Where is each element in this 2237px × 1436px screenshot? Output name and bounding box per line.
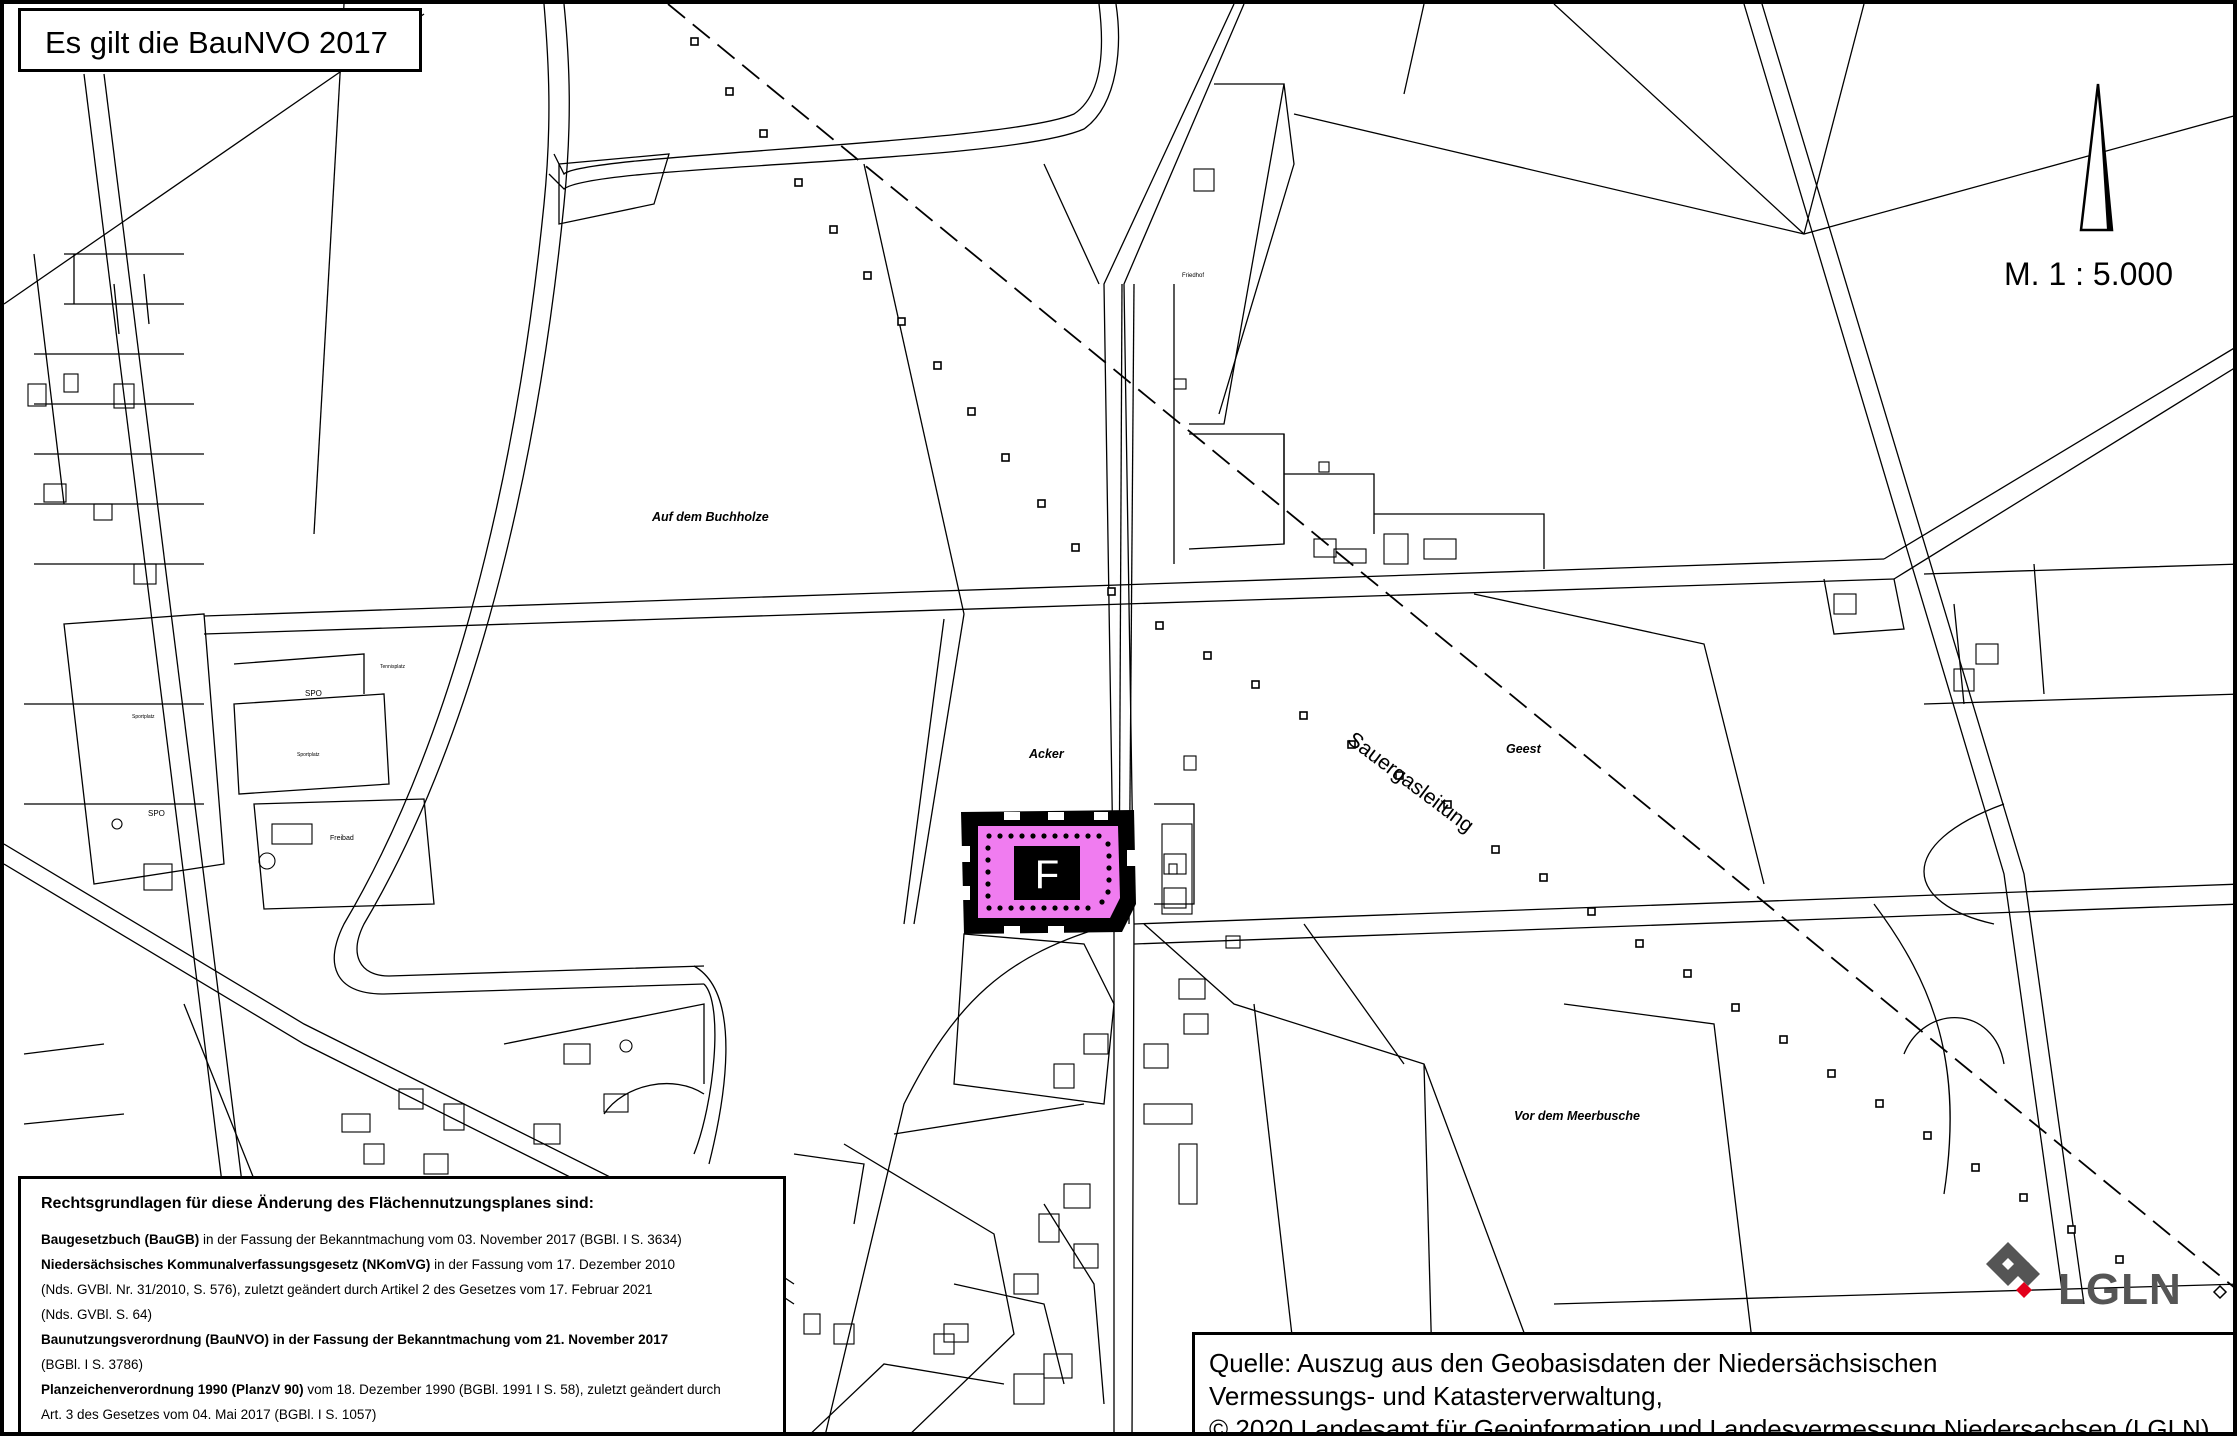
legal-baugb-text: in der Fassung der Bekanntmachung vom 03… <box>199 1232 682 1247</box>
label-geest: Geest <box>1506 742 1542 756</box>
label-friedhof: Friedhof <box>1182 273 1204 279</box>
road-mid-horizontal <box>203 558 1885 617</box>
legal-nkomvg-line2: (Nds. GVBl. Nr. 31/2010, S. 576), zuletz… <box>41 1282 653 1297</box>
label-acker: Acker <box>1028 747 1065 761</box>
legal-baugb-name: Baugesetzbuch (BauGB) <box>41 1232 200 1247</box>
label-spo-2: SPO <box>148 809 165 818</box>
legal-nkomvg-name: Niedersächsisches Kommunalverfassungsges… <box>41 1257 431 1272</box>
source-line-3: © 2020 Landesamt für Geoinformation und … <box>1209 1414 2210 1436</box>
label-auf-dem-buchholze: Auf dem Buchholze <box>651 510 769 524</box>
legal-nkomvg-text: in der Fassung vom 17. Dezember 2010 <box>430 1257 676 1272</box>
legal-nkomvg-line3: (Nds. GVBl. S. 64) <box>41 1307 153 1322</box>
pipeline-end-marker <box>2212 1284 2228 1300</box>
legal-baugb: Baugesetzbuch (BauGB) in der Fassung der… <box>41 1227 769 1252</box>
legal-planzv-text: vom 18. Dezember 1990 (BGBl. 1991 I S. 5… <box>303 1382 721 1397</box>
source-line-2: Vermessungs- und Katasterverwaltung, <box>1209 1381 1663 1411</box>
label-freibad: Freibad <box>330 835 354 842</box>
legal-planzv-line2: Art. 3 des Gesetzes vom 04. Mai 2017 (BG… <box>41 1407 377 1422</box>
label-tennisplatz: Tennisplatz <box>380 664 406 670</box>
title-box: Es gilt die BauNVO 2017 <box>18 8 422 72</box>
legal-planzv-name: Planzeichenverordnung 1990 (PlanzV 90) <box>41 1382 304 1397</box>
legal-heading: Rechtsgrundlagen für diese Änderung des … <box>41 1195 594 1212</box>
legal-baunvo-line2: (BGBl. I S. 3786) <box>41 1357 144 1372</box>
change-area: F <box>961 810 1136 934</box>
legal-baunvo: Baunutzungsverordnung (BauNVO) in der Fa… <box>41 1327 769 1352</box>
north-arrow-icon <box>2079 83 2114 232</box>
legal-baunvo-name: Baunutzungsverordnung (BauNVO) in der Fa… <box>41 1332 669 1347</box>
change-area-symbol: F <box>1035 853 1059 897</box>
legal-basis-box: Rechtsgrundlagen für diese Änderung des … <box>18 1176 786 1432</box>
road-right-vertical <box>1743 4 2065 1305</box>
legal-nkomvg: Niedersächsisches Kommunalverfassungsges… <box>41 1252 769 1277</box>
change-area-symbol-box <box>1014 846 1080 900</box>
legal-planzv: Planzeichenverordnung 1990 (PlanzV 90) v… <box>41 1377 769 1402</box>
label-sportplatz-1: Sportplatz <box>132 714 155 720</box>
label-sauergasleitung: Sauergasleitung <box>1343 728 1478 838</box>
source-line-1: Quelle: Auszug aus den Geobasisdaten der… <box>1209 1348 1938 1378</box>
pipeline-line <box>667 4 2233 1288</box>
scale-label: M. 1 : 5.000 <box>2004 256 2173 292</box>
road-central-east <box>1123 4 1245 1432</box>
label-sportplatz-2: Sportplatz <box>297 752 320 758</box>
road-central-west <box>1103 4 1235 1432</box>
label-vor-dem-meerbusche: Vor dem Meerbusche <box>1514 1109 1640 1123</box>
road-loop <box>333 4 705 995</box>
label-spo-1: SPO <box>305 689 322 698</box>
map-title: Es gilt die BauNVO 2017 <box>45 25 388 60</box>
lgln-logo-mark <box>1986 1242 2040 1298</box>
lgln-logo-text: LGLN <box>2058 1265 2182 1312</box>
lgln-logo: LGLN <box>1986 1242 2182 1312</box>
source-box: Quelle: Auszug aus den Geobasisdaten der… <box>1192 1332 2233 1436</box>
